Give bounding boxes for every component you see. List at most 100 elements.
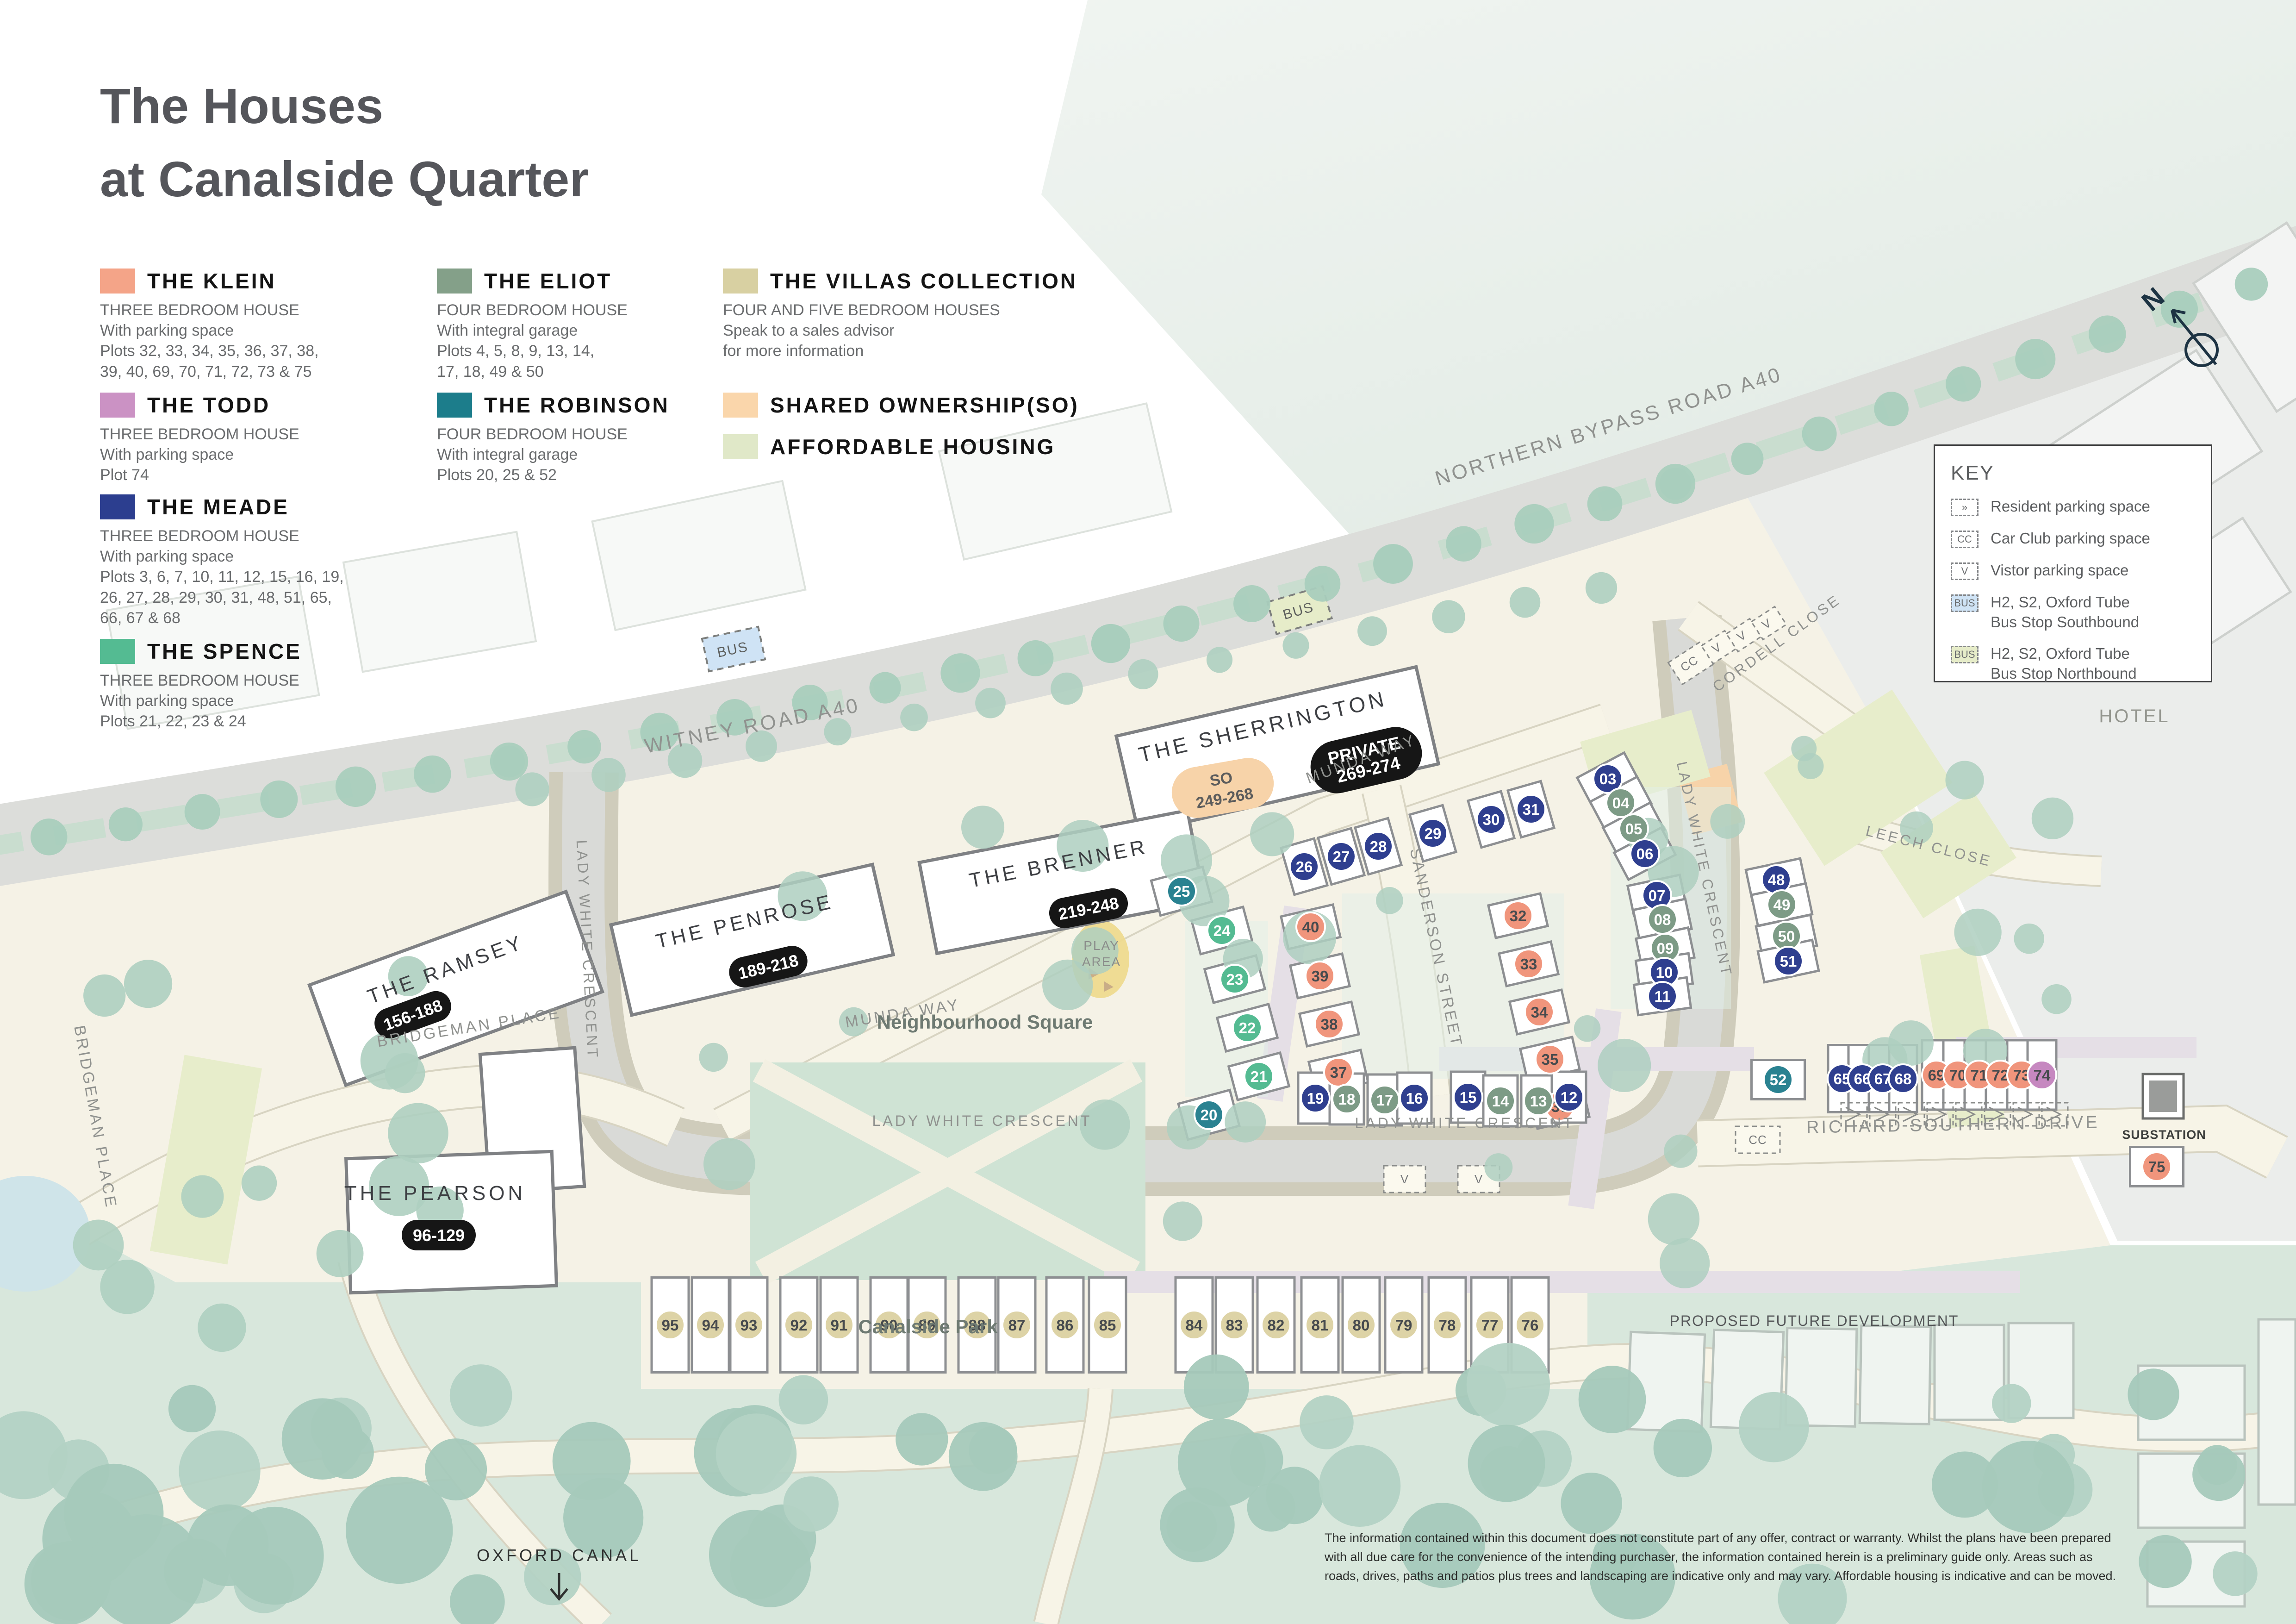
legend-item-name: THE SPENCE (147, 639, 302, 663)
svg-text:34: 34 (1531, 1004, 1548, 1021)
key-title: KEY (1951, 462, 1995, 484)
plot-marker-03: 03 (1593, 763, 1623, 794)
plot-marker-83: 83 (1219, 1310, 1250, 1340)
legend-color-swatch (100, 269, 135, 294)
place-label: OXFORD CANAL (477, 1546, 641, 1565)
legend-item-line: With integral garage (437, 446, 578, 464)
plot-marker-26: 26 (1289, 851, 1319, 882)
plot-marker-80: 80 (1346, 1310, 1376, 1340)
svg-text:86: 86 (1057, 1317, 1074, 1334)
parking-space-label: V (1400, 1172, 1409, 1186)
plot-marker-40: 40 (1295, 912, 1326, 942)
plot-marker-84: 84 (1179, 1310, 1209, 1340)
plot-marker-18: 18 (1332, 1084, 1362, 1114)
legend-item-the-eliot: THE ELIOT FOUR BEDROOM HOUSE With integral… (437, 269, 628, 382)
legend-item-line: THREE BEDROOM HOUSE (100, 301, 299, 319)
svg-text:71: 71 (1971, 1067, 1988, 1084)
legend-item-line: THREE BEDROOM HOUSE (100, 527, 299, 545)
parking-space-v (1383, 1165, 1426, 1193)
legend-item-shared-ownership-so-: SHARED OWNERSHIP(SO) (723, 393, 1079, 418)
svg-text:91: 91 (831, 1317, 848, 1334)
svg-text:08: 08 (1654, 911, 1671, 928)
svg-text:33: 33 (1520, 956, 1537, 973)
plot-marker-38: 38 (1314, 1009, 1344, 1039)
svg-text:80: 80 (1353, 1317, 1370, 1334)
svg-text:22: 22 (1239, 1019, 1256, 1037)
plot-marker-19: 19 (1300, 1083, 1331, 1113)
svg-text:05: 05 (1625, 820, 1643, 837)
svg-text:28: 28 (1370, 838, 1387, 855)
plot-range-pill: 189-218 (729, 946, 808, 987)
plot-range-pill: 219-248 (1049, 888, 1128, 929)
plot-marker-48: 48 (1761, 864, 1792, 895)
legend-color-swatch (723, 393, 758, 418)
plot-marker-24: 24 (1207, 915, 1237, 946)
legend-item-line: With parking space (100, 446, 234, 464)
resident-icon: » (1951, 499, 1979, 516)
svg-text:48: 48 (1768, 871, 1785, 888)
disclaimer-text: The information contained within this do… (1325, 1529, 2204, 1586)
legend-item-line: With integral garage (437, 322, 578, 340)
legend-item-name: THE ELIOT (484, 269, 612, 293)
svg-text:81: 81 (1312, 1317, 1329, 1334)
disclaimer-line: roads, drives, paths and patios plus tre… (1325, 1569, 2116, 1583)
legend-item-line: FOUR BEDROOM HOUSE (437, 301, 628, 319)
svg-text:09: 09 (1657, 940, 1674, 957)
legend-color-swatch (100, 494, 135, 519)
svg-text:75: 75 (2148, 1158, 2165, 1175)
plot-marker-35: 35 (1535, 1044, 1565, 1074)
svg-text:18: 18 (1338, 1091, 1356, 1108)
svg-text:35: 35 (1542, 1051, 1559, 1068)
svg-text:14: 14 (1492, 1093, 1509, 1110)
plot-marker-75: 75 (2141, 1151, 2172, 1182)
legend-item-affordable-housing: AFFORDABLE HOUSING (723, 434, 1055, 459)
plot-marker-68: 68 (1888, 1063, 1918, 1094)
plot-range-pill: 96-129 (402, 1220, 476, 1250)
svg-text:23: 23 (1226, 971, 1244, 988)
plot-marker-17: 17 (1369, 1085, 1400, 1115)
disclaimer-line: with all due care for the convenience of… (1325, 1550, 2093, 1564)
building-label: THE PEARSON (344, 1182, 526, 1205)
svg-text:32: 32 (1510, 907, 1527, 924)
plot-marker-37: 37 (1323, 1057, 1354, 1087)
legend-item-line: for more information (723, 342, 864, 360)
svg-text:89: 89 (919, 1317, 936, 1334)
place-label: PLAY (1083, 938, 1120, 953)
svg-text:49: 49 (1773, 896, 1791, 913)
key-item-resident: »Resident parking space (1951, 497, 2198, 517)
plot-marker-34: 34 (1524, 997, 1555, 1027)
plot-marker-11: 11 (1647, 981, 1678, 1012)
legend-item-line: With parking space (100, 692, 234, 710)
legend-item-line: FOUR BEDROOM HOUSE (437, 425, 628, 443)
bus-southbound-icon: BUS (1951, 594, 1979, 612)
svg-text:13: 13 (1530, 1093, 1547, 1110)
plot-marker-71: 71 (1964, 1060, 1994, 1090)
plot-marker-28: 28 (1363, 831, 1394, 862)
plot-marker-51: 51 (1773, 946, 1804, 976)
svg-text:17: 17 (1376, 1092, 1394, 1109)
plot-marker-86: 86 (1050, 1310, 1080, 1340)
svg-text:70: 70 (1949, 1067, 1966, 1084)
parking-space-v (1750, 606, 1787, 641)
legend-item-line: 26, 27, 28, 29, 30, 31, 48, 51, 65, (100, 588, 332, 606)
place-label: SUBSTATION (2122, 1128, 2206, 1142)
legend-item-line: Plots 4, 5, 8, 9, 13, 14, (437, 342, 595, 360)
plot-marker-49: 49 (1767, 889, 1797, 920)
svg-text:50: 50 (1778, 928, 1795, 945)
svg-text:12: 12 (1561, 1089, 1578, 1106)
plot-marker-76: 76 (1515, 1310, 1545, 1340)
road-richard-southern-drive (1697, 1106, 2287, 1177)
road-label: LADY WHITE CRESCENT (872, 1112, 1092, 1129)
legend-color-swatch (100, 393, 135, 418)
